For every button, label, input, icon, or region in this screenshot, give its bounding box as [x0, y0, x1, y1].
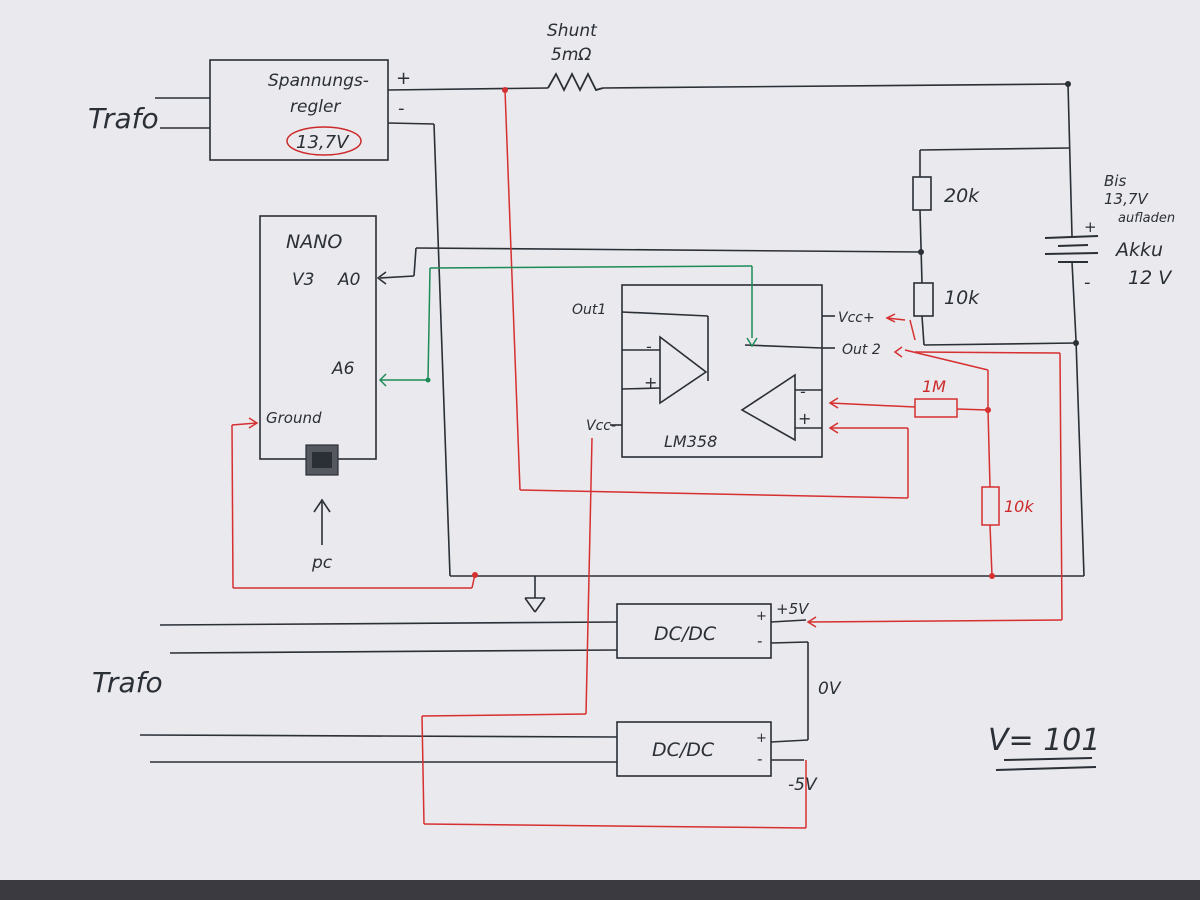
nano-a6-label: A6	[331, 359, 355, 379]
battery-symbol	[1044, 235, 1099, 263]
battery-label-5: 12 V	[1128, 267, 1173, 289]
dcdc-bottom-box	[616, 721, 772, 777]
green-wires	[378, 265, 758, 387]
opamp-1-minus: -	[646, 337, 652, 356]
nano-label: NANO	[286, 231, 342, 253]
dcdc-top-minus: -	[757, 632, 762, 650]
shunt-value: 5mΩ	[551, 45, 591, 65]
shunt-label: Shunt	[547, 21, 598, 41]
pc-label: pc	[311, 553, 333, 573]
battery-plus: +	[1084, 218, 1097, 236]
version-label: V= 101	[988, 723, 1100, 758]
resistors-black	[912, 176, 934, 317]
battery-label-4: Akku	[1114, 239, 1163, 261]
battery-label-1: Bis	[1104, 172, 1126, 190]
resistor-1m	[914, 398, 958, 418]
resistor-10k-top	[913, 282, 934, 317]
vcc-plus-label: Vcc+	[838, 310, 875, 326]
nano-ground-label: Ground	[266, 409, 322, 427]
battery-label-3: aufladen	[1118, 211, 1175, 226]
battery-minus: -	[1084, 272, 1091, 293]
regulator-box	[209, 59, 389, 161]
regulator-plus: +	[396, 68, 411, 89]
opamp-1-triangle	[659, 335, 708, 405]
resistor-20k	[912, 176, 932, 211]
out1-label: Out1	[572, 302, 606, 318]
paper-shadow	[0, 880, 1200, 900]
vcc-minus-label: Vcc-	[586, 418, 616, 434]
regulator-label-2: regler	[290, 97, 341, 117]
regulator-voltage: 13,7V	[296, 132, 350, 153]
trafo-bottom-label: Trafo	[92, 666, 163, 699]
red-arrowheads	[248, 313, 903, 628]
version-underline	[995, 757, 1097, 771]
dcdc-top-plus: +	[756, 609, 767, 624]
plus5v-label: +5V	[776, 600, 810, 618]
resistor-10k-top-label: 10k	[944, 287, 980, 309]
trafo-top-label: Trafo	[88, 102, 159, 135]
battery-label-2: 13,7V	[1104, 190, 1149, 208]
dcdc-top-label: DC/DC	[654, 623, 717, 645]
resistor-1m-label: 1M	[922, 377, 946, 396]
black-wires	[139, 83, 1085, 763]
opamp-2-triangle	[740, 373, 796, 442]
dcdc-bottom-plus: +	[756, 731, 767, 746]
opamp-2-plus: +	[798, 409, 811, 428]
minus5v-label: -5V	[788, 775, 818, 795]
a0-arrowhead	[376, 271, 387, 285]
regulator-voltage-circle	[286, 126, 362, 156]
resistor-20k-label: 20k	[944, 185, 980, 207]
dcdc-bottom-minus: -	[757, 750, 762, 768]
lm358-box	[621, 284, 823, 458]
regulator-label-1: Spannungs-	[268, 71, 369, 91]
zero-v-label: 0V	[818, 679, 842, 699]
lm358-label: LM358	[664, 432, 717, 451]
nano-a0-label: A0	[337, 270, 360, 290]
out2-label: Out 2	[842, 342, 881, 358]
resistor-10k-red-label: 10k	[1004, 497, 1034, 516]
nano-v3-label: V3	[292, 270, 314, 290]
opamp-2-minus: -	[800, 382, 806, 401]
dcdc-bottom-label: DC/DC	[652, 739, 715, 761]
regulator-minus: -	[398, 98, 405, 119]
usb-connector-inner	[312, 452, 332, 468]
shunt-resistor	[547, 71, 604, 93]
opamp-1-plus: +	[644, 373, 657, 392]
red-wires	[231, 89, 1063, 829]
junction-dots	[425, 81, 1079, 579]
dcdc-top-box	[616, 603, 772, 659]
